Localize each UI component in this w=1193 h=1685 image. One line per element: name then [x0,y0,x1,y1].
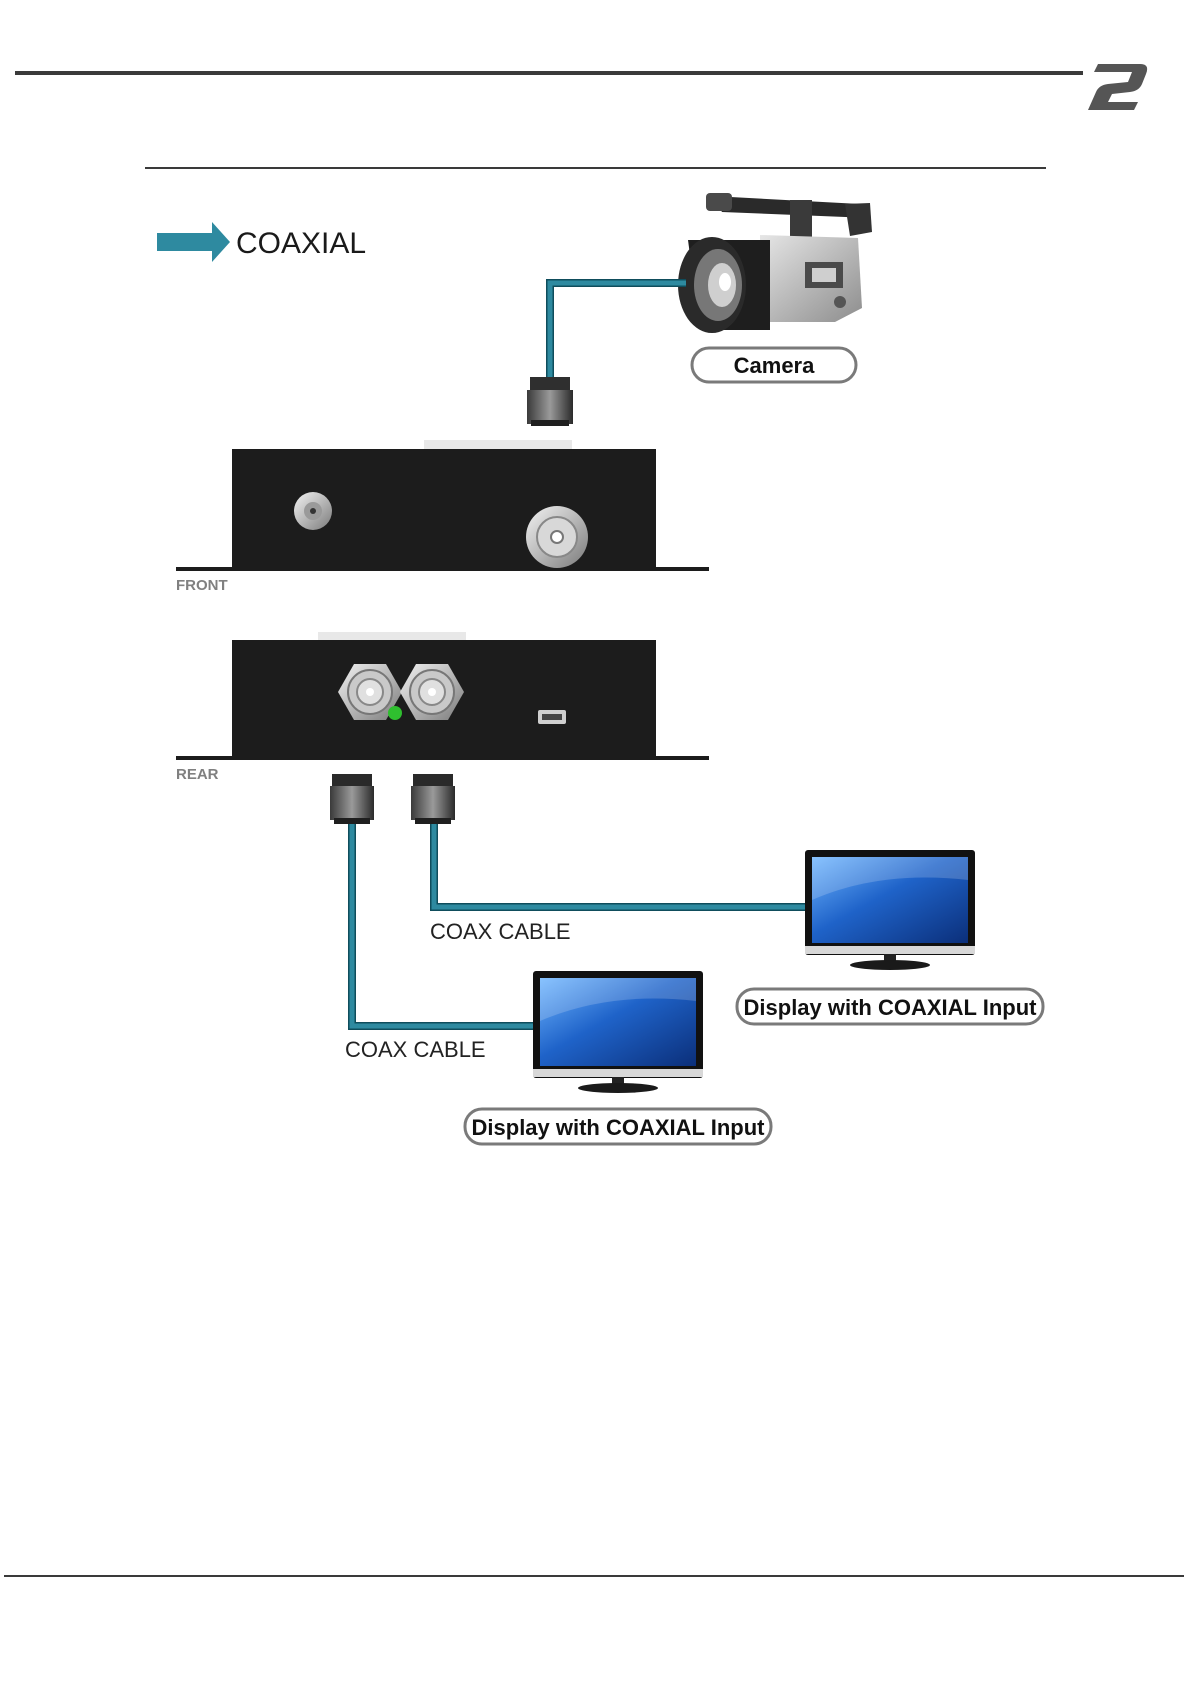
output-plug-2-icon [411,774,455,824]
display-lower-label-text: Display with COAXIAL Input [472,1115,766,1140]
header [15,64,1147,110]
bnc-input-connector-icon [526,506,588,568]
status-led-icon [388,706,402,720]
legend: COAXIAL [157,222,366,262]
rear-panel: REAR [176,632,709,783]
display-lower-monitor-icon [533,971,703,1093]
mini-usb-port-icon [538,710,566,724]
rear-panel-label: REAR [176,766,219,783]
display-lower-label: Display with COAXIAL Input [465,1109,771,1144]
camera-icon [678,193,872,333]
front-panel-label: FRONT [176,577,228,594]
arrow-right-icon [157,222,230,262]
front-panel: FRONT [176,440,709,594]
header-rule [15,71,1083,75]
legend-label: COAXIAL [236,227,366,260]
cable-camera [527,283,686,426]
brand-logo-icon [1088,64,1147,110]
display-upper-monitor-icon [805,850,975,970]
section-rule [145,167,1046,169]
display-upper-label-text: Display with COAXIAL Input [744,995,1038,1020]
footer-rule [4,1575,1184,1577]
coax-cable-upper-label: COAX CABLE [430,919,571,944]
dc-power-jack-icon [294,492,332,530]
camera-label: Camera [692,348,856,382]
camera-label-text: Camera [734,353,815,378]
cable-display-upper [434,824,808,907]
coax-cable-lower-label: COAX CABLE [345,1037,486,1062]
display-upper-label: Display with COAXIAL Input [737,989,1043,1024]
output-plug-1-icon [330,774,374,824]
